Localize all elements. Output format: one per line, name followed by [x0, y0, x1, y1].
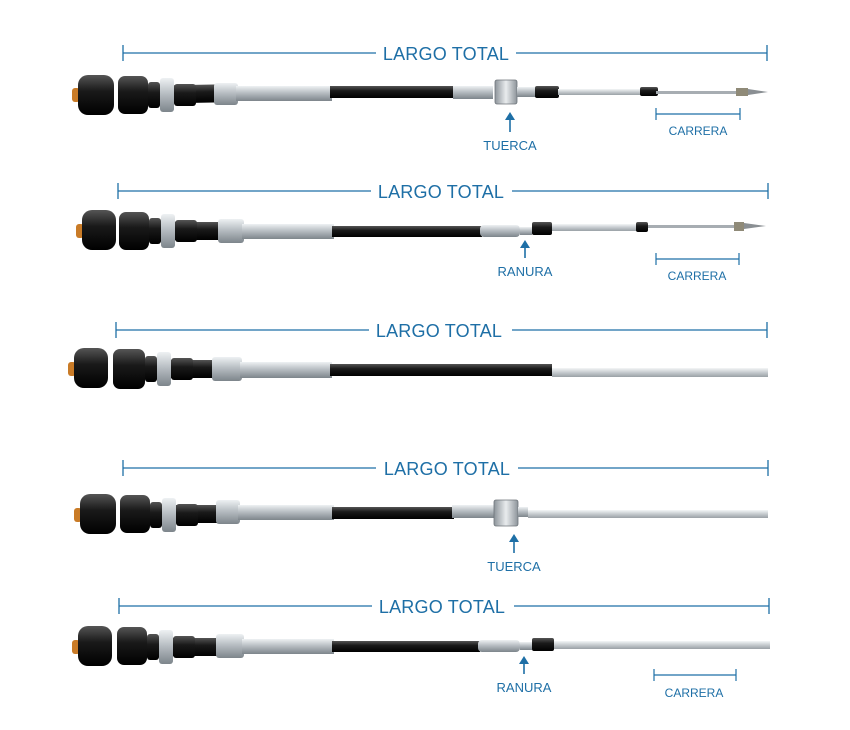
- cable-body: [129, 79, 768, 105]
- travel-dimension: [653, 669, 737, 681]
- control-knob: [74, 494, 198, 534]
- travel-dimension: [655, 253, 740, 265]
- control-knob: [72, 75, 196, 115]
- travel-label: CARRERA: [665, 686, 724, 700]
- total-length-label: LARGO TOTAL: [376, 321, 502, 341]
- control-knob: [72, 626, 195, 666]
- total-length-dimension: [117, 183, 769, 199]
- total-length-label: LARGO TOTAL: [383, 44, 509, 64]
- cable-body: [130, 499, 768, 527]
- cable-3: LARGO TOTAL: [68, 321, 768, 389]
- cable-body: [125, 357, 768, 381]
- nut-label: TUERCA: [483, 138, 537, 153]
- travel-dimension: [655, 108, 741, 120]
- total-length-dimension: [122, 460, 769, 476]
- total-length-label: LARGO TOTAL: [379, 597, 505, 617]
- travel-label: CARRERA: [669, 124, 728, 138]
- total-length-dimension: [115, 322, 768, 338]
- cable-1: LARGO TOTAL TUERC: [72, 44, 768, 153]
- groove-label: RANURA: [497, 680, 552, 695]
- nut-pointer: [509, 534, 519, 553]
- total-length-label: LARGO TOTAL: [384, 459, 510, 479]
- total-length-dimension: [122, 45, 768, 61]
- total-length-label: LARGO TOTAL: [378, 182, 504, 202]
- groove-label: RANURA: [498, 264, 553, 279]
- cable-5: LARGO TOTAL RANURA: [72, 597, 770, 700]
- cable-2: LARGO TOTAL RANURA: [76, 182, 769, 283]
- travel-label: CARRERA: [668, 269, 727, 283]
- nut-pointer: [505, 112, 515, 132]
- cable-body: [125, 219, 766, 243]
- nut-label: TUERCA: [487, 559, 541, 574]
- cable-body: [128, 634, 770, 658]
- cable-4: LARGO TOTAL TUERCA: [74, 459, 769, 574]
- total-length-dimension: [118, 598, 770, 614]
- groove-pointer: [520, 240, 530, 258]
- control-knob: [76, 210, 197, 250]
- control-knob: [68, 348, 193, 389]
- groove-pointer: [519, 656, 529, 674]
